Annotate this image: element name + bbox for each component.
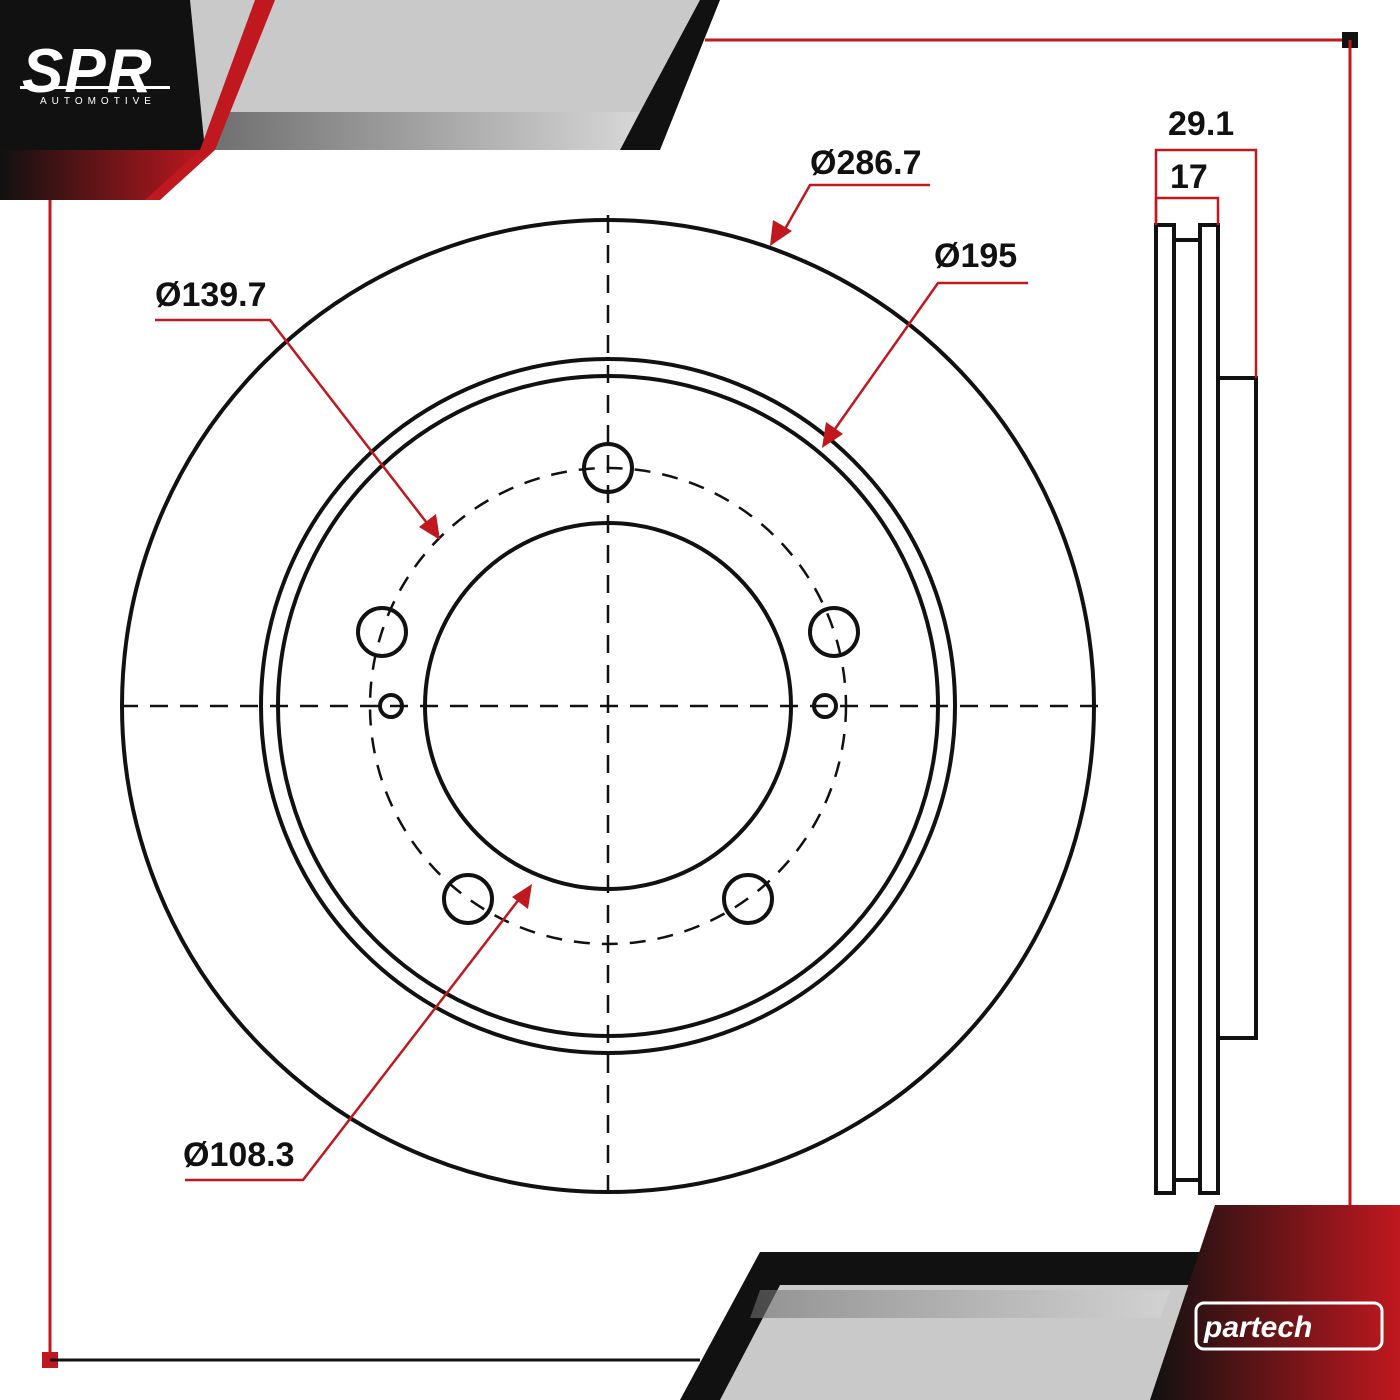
center-bore-label: Ø108.3 (183, 1136, 295, 1174)
locating-hole (378, 693, 404, 719)
rotor-hat-profile (1216, 376, 1258, 1040)
spr-logo-text: SPR (22, 37, 152, 106)
rotor-plate-inner (1198, 223, 1220, 1195)
spr-logo: SPR AUTOMOTIVE (20, 37, 170, 107)
top-left-banner (0, 0, 720, 200)
dimension-hat-diameter: Ø195 (822, 237, 1028, 448)
rotor-front-view (120, 215, 1098, 1200)
dimension-rotor-thickness: 17 (1154, 158, 1220, 225)
rotor-side-view (1154, 223, 1258, 1195)
overall-height-label: 29.1 (1168, 105, 1234, 143)
hat-outer-ring (259, 357, 957, 1055)
hat-diameter-label: Ø195 (934, 237, 1017, 275)
rotor-thickness-label: 17 (1170, 158, 1208, 196)
lug-hole (356, 606, 408, 658)
rotor-plate-outer (1154, 223, 1176, 1195)
red-frame-lines (42, 32, 1358, 1368)
locating-hole (812, 693, 838, 719)
dimension-center-bore: Ø108.3 (183, 884, 532, 1182)
partech-logo: partech (1194, 1301, 1384, 1351)
lug-hole (442, 873, 494, 925)
lug-hole (808, 606, 860, 658)
spr-logo-subtext: AUTOMOTIVE (40, 96, 156, 107)
partech-logo-text: partech (1203, 1311, 1312, 1344)
lug-hole (722, 873, 774, 925)
bolt-circle-label: Ø139.7 (155, 276, 267, 314)
dimension-bolt-circle: Ø139.7 (155, 276, 440, 540)
dimension-overall-height: 29.1 (1154, 105, 1258, 378)
rotor-vane-gap (1172, 238, 1202, 1182)
bottom-right-banner (680, 1205, 1400, 1400)
outer-diameter-label: Ø286.7 (810, 144, 922, 182)
lug-hole (582, 442, 634, 494)
dimension-outer-diameter: Ø286.7 (770, 144, 930, 246)
